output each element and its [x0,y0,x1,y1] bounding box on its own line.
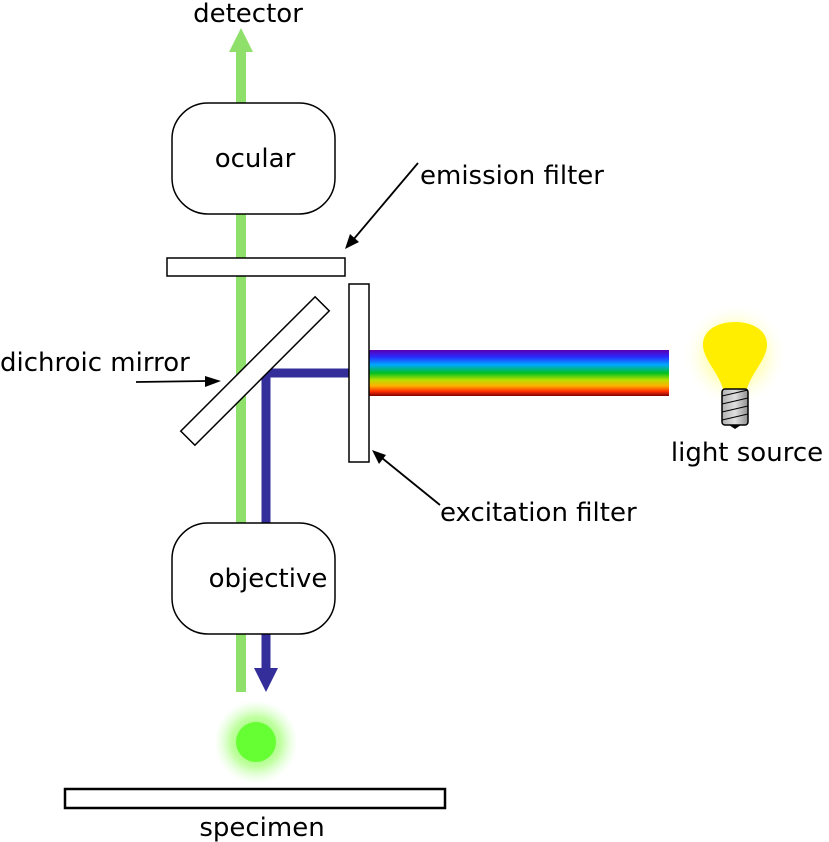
specimen-fluorescence-core [236,722,276,762]
ocular [171,102,336,215]
dichroic-mirror-label: dichroic mirror [0,348,190,378]
excitation-filter-pointer [372,450,441,506]
ocular-label: ocular [215,144,296,174]
objective-label: objective [209,564,328,594]
emission-filter [166,257,346,277]
objective [171,522,336,635]
detector-label: detector [193,0,303,29]
emission-arrowhead [229,28,253,52]
dichroic-mirror-pointer [135,376,221,387]
dichroic-mirror [179,295,331,447]
emission-filter-pointer [345,162,419,249]
excitation-filter-label: excitation filter [440,498,637,528]
excitation-filter [348,283,370,463]
specimen-label: specimen [199,813,324,842]
specimen-slide [63,787,447,810]
excitation-arrowhead [254,668,278,692]
spectrum-beam [369,350,669,396]
light-bulb-icon [683,303,787,429]
light-source-label: light source [671,438,823,468]
emission-filter-label: emission filter [420,161,604,191]
